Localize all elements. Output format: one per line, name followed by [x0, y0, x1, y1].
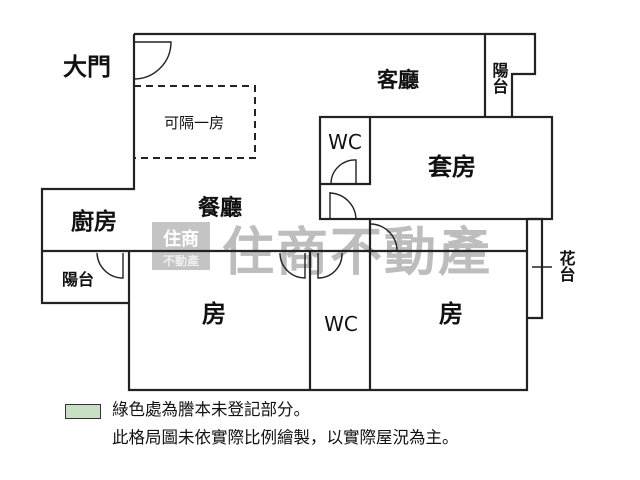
legend-swatch — [65, 404, 101, 419]
optional-room-outline — [133, 85, 256, 159]
planter-wall — [527, 217, 544, 320]
room-left-door-icon — [279, 252, 306, 279]
label-kitchen: 廚房 — [71, 208, 117, 235]
label-living-room: 客廳 — [377, 68, 419, 92]
wc-middle-wall — [308, 219, 372, 390]
label-wc-middle: WC — [324, 312, 358, 336]
suite-wall — [318, 115, 554, 221]
label-suite: 套房 — [428, 153, 476, 181]
watermark-logo — [152, 222, 210, 270]
label-dining-room: 餐廳 — [198, 195, 242, 221]
label-room-left: 房 — [202, 300, 226, 328]
label-balcony-left: 陽台 — [62, 270, 94, 289]
legend-line-1: 綠色處為謄本未登記部分。 — [112, 400, 310, 419]
balcony-door-icon — [96, 252, 124, 279]
balcony-top-wall — [485, 32, 537, 116]
wc-middle-door-icon — [317, 252, 343, 279]
label-optional-room: 可隔一房 — [164, 114, 224, 132]
wc-suite-door-icon — [330, 159, 357, 185]
label-main-door: 大門 — [63, 53, 111, 81]
watermark-logo-bottom: 不動產 — [163, 253, 199, 268]
label-planter: 花台 — [557, 249, 576, 283]
label-balcony-top: 陽台 — [490, 62, 509, 95]
wc-suite-wall — [320, 117, 372, 186]
main-door-icon — [133, 41, 172, 80]
label-room-right: 房 — [439, 300, 463, 328]
legend-line-2: 此格局圖未依實際比例繪製，以實際屋況為主。 — [112, 428, 459, 447]
watermark-text: 住商不動產 — [222, 223, 492, 283]
label-wc-suite: WC — [328, 130, 362, 154]
watermark-logo-top: 住商 — [163, 228, 199, 250]
suite-door-icon — [329, 192, 357, 220]
room-right-door-icon — [369, 223, 398, 252]
